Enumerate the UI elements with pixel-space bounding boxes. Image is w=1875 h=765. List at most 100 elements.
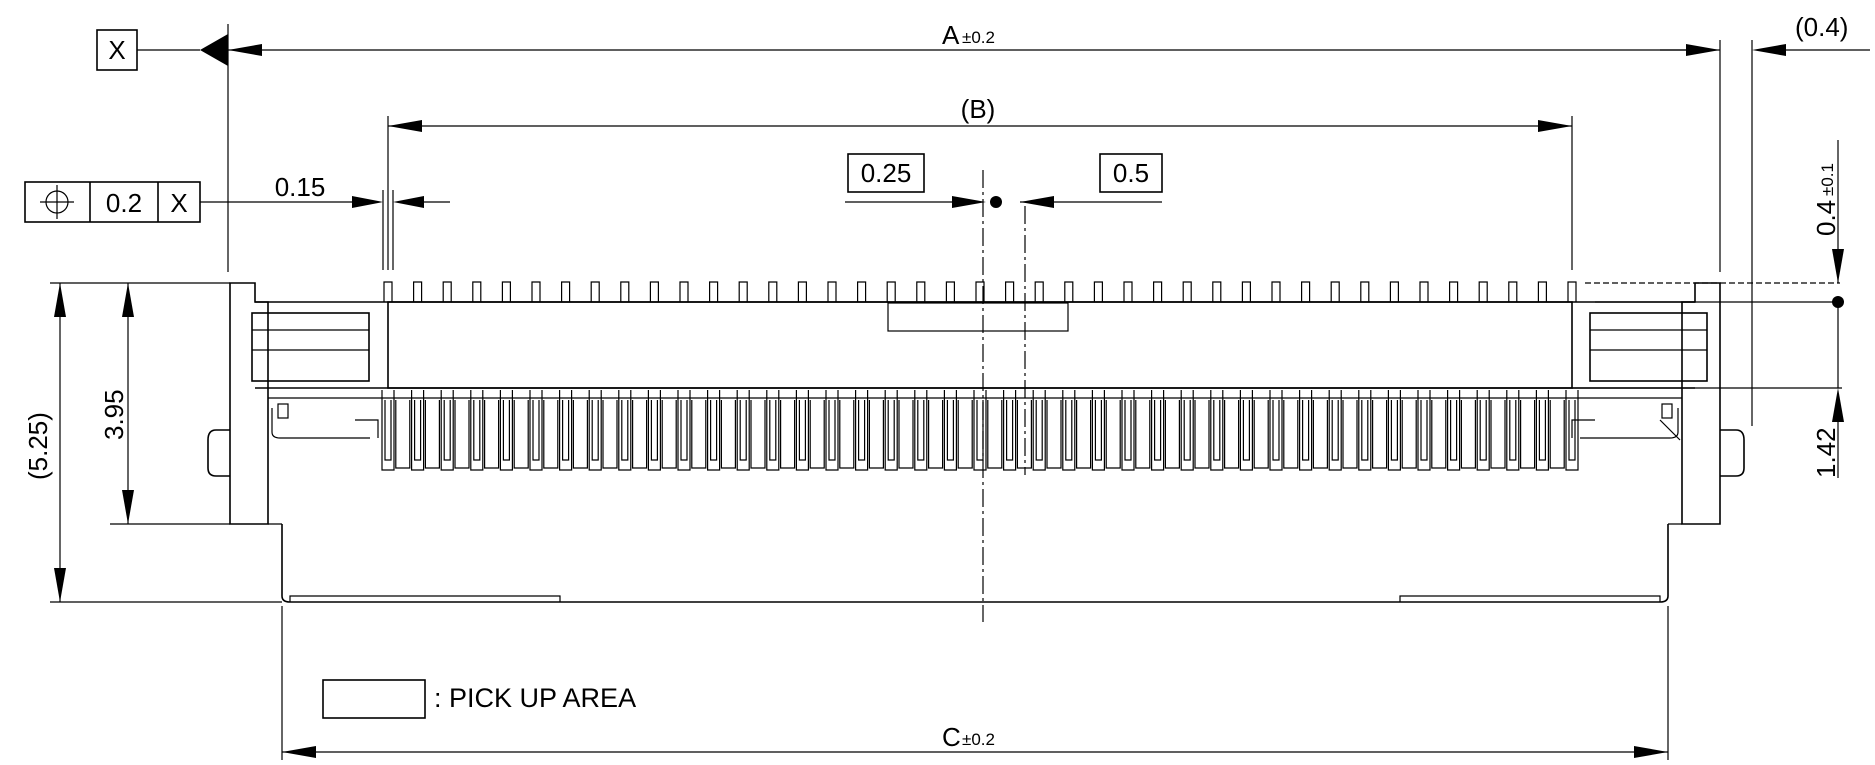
terminal-top-tail — [1093, 281, 1103, 302]
terminal-pin — [1076, 400, 1092, 469]
terminal-pin — [1431, 400, 1447, 469]
terminal-top-tail — [1271, 281, 1281, 302]
terminal-pin — [454, 400, 470, 469]
dimension-pitch: 0.25 0.5 — [845, 153, 1163, 475]
terminal-top-tail — [1005, 281, 1015, 302]
terminal-pin — [868, 400, 884, 469]
pick-up-area — [387, 301, 1573, 389]
terminal-pin — [1253, 400, 1269, 469]
terminal-pin — [572, 400, 588, 469]
terminal-contact — [588, 390, 602, 471]
terminal-top-tail — [1330, 281, 1340, 302]
terminal-top-tail — [561, 281, 571, 302]
terminal-contact — [1506, 390, 1520, 471]
terminal-pin — [750, 400, 766, 469]
terminal-contact — [1062, 390, 1076, 471]
terminal-top-tail — [442, 281, 452, 302]
terminal-contact — [1151, 390, 1165, 471]
terminal-top-tail — [1449, 281, 1459, 302]
terminal-pin — [839, 400, 855, 469]
terminal-contact — [1121, 390, 1135, 471]
terminal-contact — [707, 390, 721, 471]
terminal-contact — [1299, 390, 1313, 471]
dimension-c: C ±0.2 — [281, 606, 1669, 760]
terminal-pin — [1046, 400, 1062, 469]
terminal-pin — [1016, 400, 1032, 469]
terminal-top-tail — [857, 281, 867, 302]
terminal-contact — [1447, 390, 1461, 471]
terminal-pin — [1135, 400, 1151, 469]
terminal-contact — [1180, 390, 1194, 471]
terminal-contact — [1091, 390, 1105, 471]
terminal-top-tail — [501, 281, 511, 302]
terminal-pin — [1490, 400, 1506, 469]
terminal-contact — [1535, 390, 1549, 471]
terminal-contact — [647, 390, 661, 471]
terminal-contact — [884, 390, 898, 471]
terminal-pin — [1342, 400, 1358, 469]
terminal-top-tail — [1034, 281, 1044, 302]
center-point-icon — [990, 196, 1002, 208]
terminal-top-tail — [916, 281, 926, 302]
dim-a-tol: ±0.2 — [962, 28, 995, 47]
terminal-pin — [484, 400, 500, 469]
fcf-datum: X — [170, 188, 187, 218]
terminal-pin — [1520, 400, 1536, 469]
dim-04-ref: (0.4) — [1795, 12, 1848, 42]
terminal-contact — [1328, 390, 1342, 471]
terminal-top-tail — [1123, 281, 1133, 302]
dimension-015: 0.15 — [275, 172, 450, 270]
terminal-contact — [1417, 390, 1431, 471]
dim-04-tol: ±0.1 — [1818, 163, 1837, 196]
terminal-top-tail — [1508, 281, 1518, 302]
position-icon — [40, 185, 74, 219]
terminal-top-tail — [1537, 281, 1547, 302]
terminal-top-tail — [1301, 281, 1311, 302]
terminal-pin — [1224, 400, 1240, 469]
terminal-contact — [914, 390, 928, 471]
dimension-04: 0.4 ±0.1 1.42 — [1572, 140, 1844, 478]
terminal-pin — [1549, 400, 1565, 469]
terminal-contact — [766, 390, 780, 471]
terminal-contact — [440, 390, 454, 471]
dim-c-tol: ±0.2 — [962, 730, 995, 749]
terminal-top-tail — [472, 281, 482, 302]
legend-pick-up-area: : PICK UP AREA — [322, 679, 636, 719]
terminal-pin — [1194, 400, 1210, 469]
terminal-contact — [529, 390, 543, 471]
terminal-top-tail — [709, 281, 719, 302]
dim-a-letter: A — [942, 20, 960, 50]
fcf-tolerance: 0.2 — [106, 188, 142, 218]
dim-05: 0.5 — [1113, 158, 1149, 188]
terminal-contact — [1032, 390, 1046, 471]
dimension-b: (B) — [387, 94, 1573, 270]
terminal-top-tail — [768, 281, 778, 302]
terminal-top-tail — [413, 281, 423, 302]
terminal-pin — [691, 400, 707, 469]
terminal-pin — [1372, 400, 1388, 469]
terminal-contact — [1565, 390, 1579, 471]
terminal-contact — [1387, 390, 1401, 471]
terminal-contact — [411, 390, 425, 471]
terminal-top-tail — [383, 281, 393, 302]
terminal-contact — [1476, 390, 1490, 471]
terminal-pin — [661, 400, 677, 469]
terminal-top-tail — [1478, 281, 1488, 302]
terminal-contact — [470, 390, 484, 471]
terminal-contact — [973, 390, 987, 471]
terminal-top-tail — [886, 281, 896, 302]
terminal-pin — [513, 400, 529, 469]
terminal-top-tail — [590, 281, 600, 302]
terminal-pin — [898, 400, 914, 469]
terminal-contact — [736, 390, 750, 471]
terminal-top-tail — [975, 281, 985, 302]
terminal-top-tail — [1360, 281, 1370, 302]
terminal-pin — [1460, 400, 1476, 469]
terminal-top-tail — [620, 281, 630, 302]
terminal-top-tail — [1064, 281, 1074, 302]
terminal-top-tail — [1212, 281, 1222, 302]
terminal-pin — [720, 400, 736, 469]
dimension-525: (5.25) — [23, 282, 282, 603]
terminal-contact — [1210, 390, 1224, 471]
